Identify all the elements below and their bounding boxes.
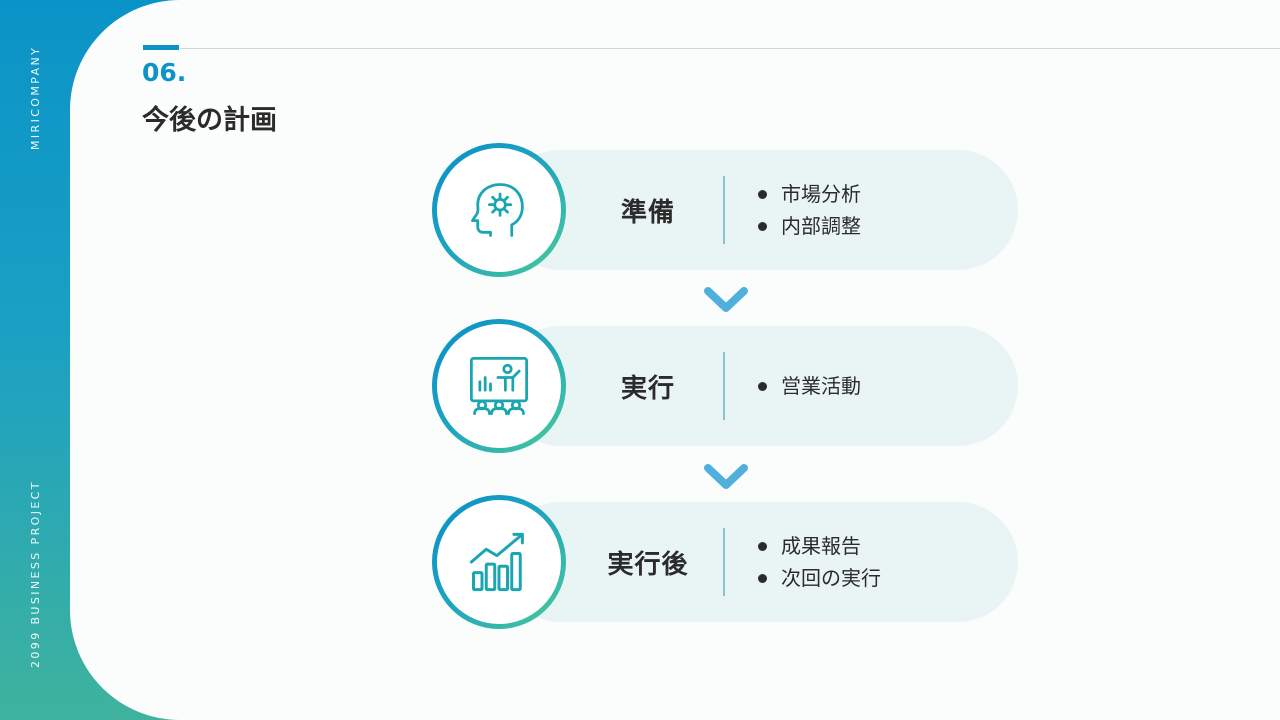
page-title: 今後の計画 bbox=[142, 105, 277, 136]
growth-chart-icon bbox=[469, 532, 524, 592]
step-label: 実行 bbox=[620, 373, 675, 404]
step-post-execution: 実行後 成果報告 次回の実行 bbox=[432, 495, 1024, 629]
step-execution: 実行 営業活動 bbox=[432, 319, 1024, 453]
bullet-item: 市場分析 bbox=[758, 181, 861, 207]
step-label: 実行後 bbox=[607, 549, 689, 580]
chevron-down-icon bbox=[704, 464, 748, 489]
step-preparation: 準備 市場分析 内部調整 bbox=[432, 143, 1024, 277]
step-icon-ring bbox=[432, 319, 566, 453]
step-divider bbox=[723, 352, 725, 420]
step-label: 準備 bbox=[620, 197, 675, 228]
bullet-item: 営業活動 bbox=[758, 373, 861, 399]
section-number: 06. bbox=[142, 58, 187, 87]
bullet-item: 次回の実行 bbox=[758, 565, 881, 591]
step-bullets: 成果報告 次回の実行 bbox=[758, 495, 881, 629]
step-divider bbox=[723, 176, 725, 244]
presentation-icon bbox=[469, 356, 529, 416]
chevron-down-icon bbox=[704, 287, 748, 312]
head-gear-icon bbox=[471, 183, 524, 237]
step-bullets: 営業活動 bbox=[758, 319, 861, 453]
header-divider bbox=[180, 48, 1280, 49]
accent-bar bbox=[143, 45, 179, 50]
step-icon-ring bbox=[432, 495, 566, 629]
step-icon-ring bbox=[432, 143, 566, 277]
project-name: 2099 BUSINESS PROJECT bbox=[29, 480, 42, 668]
step-divider bbox=[723, 528, 725, 596]
step-bullets: 市場分析 内部調整 bbox=[758, 143, 861, 277]
bullet-item: 成果報告 bbox=[758, 533, 881, 559]
company-name: MIRICOMPANY bbox=[29, 45, 42, 150]
step-pill bbox=[500, 150, 1018, 270]
bullet-item: 内部調整 bbox=[758, 213, 861, 239]
step-pill bbox=[500, 502, 1018, 622]
